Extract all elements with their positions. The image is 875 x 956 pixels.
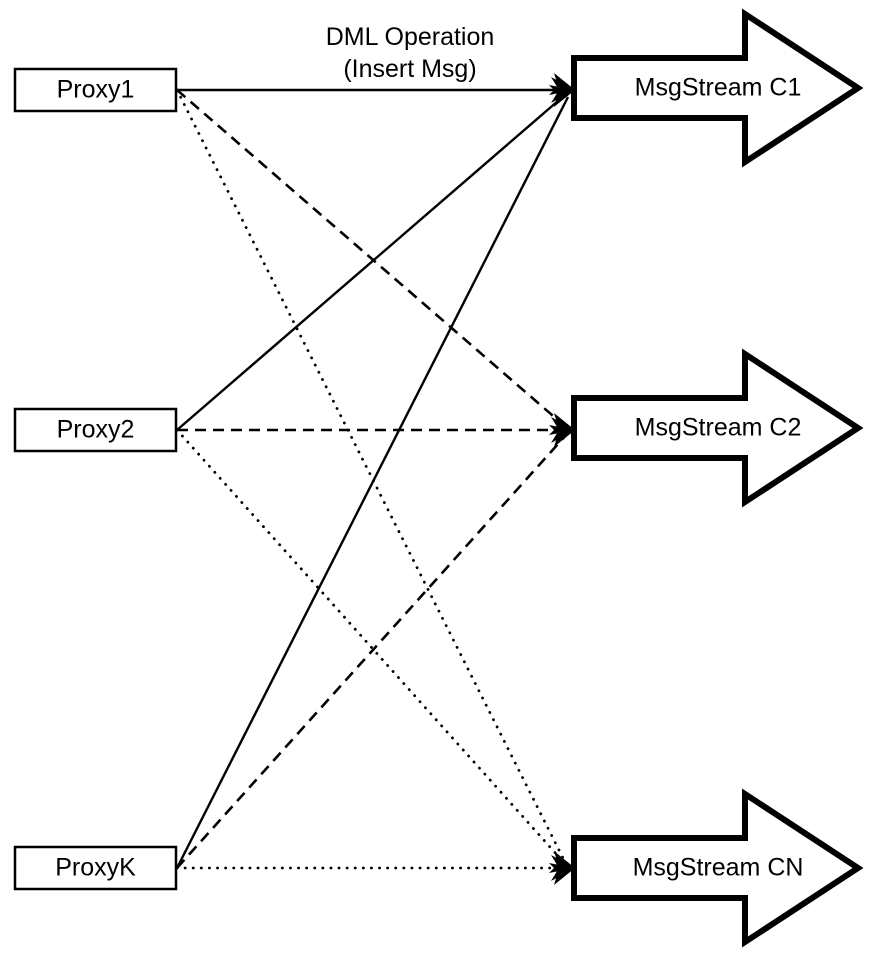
connector-links-group [175,88,570,870]
annotation-dml-operation-label: DML Operation (Insert Msg) [326,23,495,83]
proxy-label-proxyK: ProxyK [55,854,136,882]
msgstream-nodes-group: MsgStream C1 MsgStream C2 MsgStream CN [571,8,864,948]
proxy-node-proxy1[interactable]: Proxy1 [13,67,178,113]
connector-proxy2-to-cn[interactable] [175,428,569,868]
edge-annotations-group: DML Operation (Insert Msg) [326,23,495,83]
arrowhead-c1 [549,73,575,107]
arrowheads-group [549,73,575,885]
proxy-node-proxyK[interactable]: ProxyK [13,845,178,891]
msgstream-shape-msgstream-c1[interactable] [571,8,864,168]
arrowhead-c1-barb-lower [549,85,575,107]
connector-proxyK-to-c1[interactable] [175,96,570,869]
proxy-label-proxy1: Proxy1 [57,76,135,104]
connector-proxy1-to-c2[interactable] [176,89,568,429]
msgstream-node-msgstream-c1[interactable]: MsgStream C1 [571,8,864,168]
connector-proxyK-to-c2[interactable] [176,433,568,869]
msgstream-node-msgstream-cn[interactable]: MsgStream CN [571,788,864,948]
dml-operation-label-line2: (Insert Msg) [343,55,476,83]
arrowhead-c2 [549,413,575,447]
connector-proxy1-to-cn[interactable] [175,88,569,868]
msgstream-label-msgstream-c1: MsgStream C1 [635,74,802,102]
proxy-node-proxy2[interactable]: Proxy2 [13,407,178,453]
proxy-box-proxy1[interactable] [13,67,178,113]
msgstream-label-msgstream-cn: MsgStream CN [633,854,804,882]
msgstream-shape-msgstream-c2[interactable] [571,348,864,508]
connector-proxy2-to-c1[interactable] [176,93,567,431]
msgstream-label-msgstream-c2: MsgStream C2 [635,414,802,442]
msgstream-node-msgstream-c2[interactable]: MsgStream C2 [571,348,864,508]
msgstream-shape-msgstream-cn[interactable] [571,788,864,948]
proxy-box-proxyK[interactable] [13,845,178,891]
proxy-label-proxy2: Proxy2 [57,416,135,444]
arrowhead-cn-barb-lower [549,863,575,885]
proxy-box-proxy2[interactable] [13,407,178,453]
arrowhead-cn [549,851,575,885]
dml-operation-label-line1: DML Operation [326,23,495,51]
arrowhead-c2-barb-lower [549,425,575,447]
